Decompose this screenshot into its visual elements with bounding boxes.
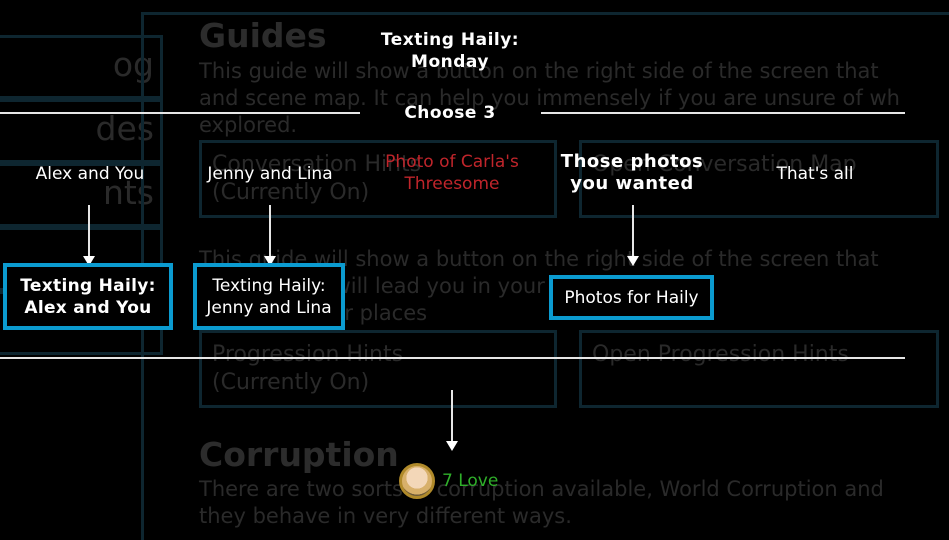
reward-love-label: 7 Love <box>442 471 499 491</box>
progression-hints-toggle[interactable]: Progression Hints (Currently On) <box>199 330 557 408</box>
corruption-description: There are two sorts of corruption availa… <box>199 477 884 528</box>
merge-divider <box>0 357 905 359</box>
guides-description: This guide will show a button on the rig… <box>199 59 900 137</box>
choice-alex-and-you: Alex and You <box>35 164 145 184</box>
haily-portrait-icon <box>399 463 435 499</box>
sidebar-item-hints[interactable]: nts <box>0 163 163 227</box>
guides-heading: Guides <box>199 16 327 55</box>
conversation-hints-toggle[interactable]: Conversation Hints (Currently On) <box>199 140 557 218</box>
arrow-line-reward <box>451 390 453 442</box>
node-photos-for-haily: Photos for Haily <box>549 275 714 320</box>
choice-jenny-and-lina: Jenny and Lina <box>207 164 333 184</box>
sidebar-item-label: nts <box>102 173 154 212</box>
sidebar-item-label: des <box>95 109 154 148</box>
arrow-head-reward <box>446 441 458 451</box>
sidebar-item-label: og <box>112 45 154 84</box>
arrow-head-alex <box>83 256 95 266</box>
choice-divider-right <box>541 112 905 114</box>
arrow-head-photos <box>627 256 639 266</box>
sidebar-item-guides[interactable]: des <box>0 99 163 163</box>
arrow-head-jenny <box>264 256 276 266</box>
node-texting-alex-and-you: Texting Haily: Alex and You <box>3 263 173 330</box>
arrow-line-photos <box>632 205 634 257</box>
sidebar-item-log[interactable]: og <box>0 35 163 99</box>
flow-title: Texting Haily: Monday <box>380 30 520 72</box>
choice-divider-left <box>0 112 360 114</box>
choice-photo-of-carla: Photo of Carla's Threesome <box>385 152 519 194</box>
choice-those-photos: Those photos you wanted <box>560 151 704 194</box>
choice-thats-all: That's all <box>776 164 854 184</box>
open-conversation-map-button[interactable]: Open Conversation Map <box>579 140 939 218</box>
open-progression-hints-button[interactable]: Open Progression Hints <box>579 330 939 408</box>
arrow-line-alex <box>88 205 90 257</box>
node-texting-jenny-and-lina: Texting Haily: Jenny and Lina <box>193 263 345 330</box>
corruption-heading: Corruption <box>199 435 399 474</box>
choose-count-label: Choose 3 <box>404 103 496 123</box>
arrow-line-jenny <box>269 205 271 257</box>
